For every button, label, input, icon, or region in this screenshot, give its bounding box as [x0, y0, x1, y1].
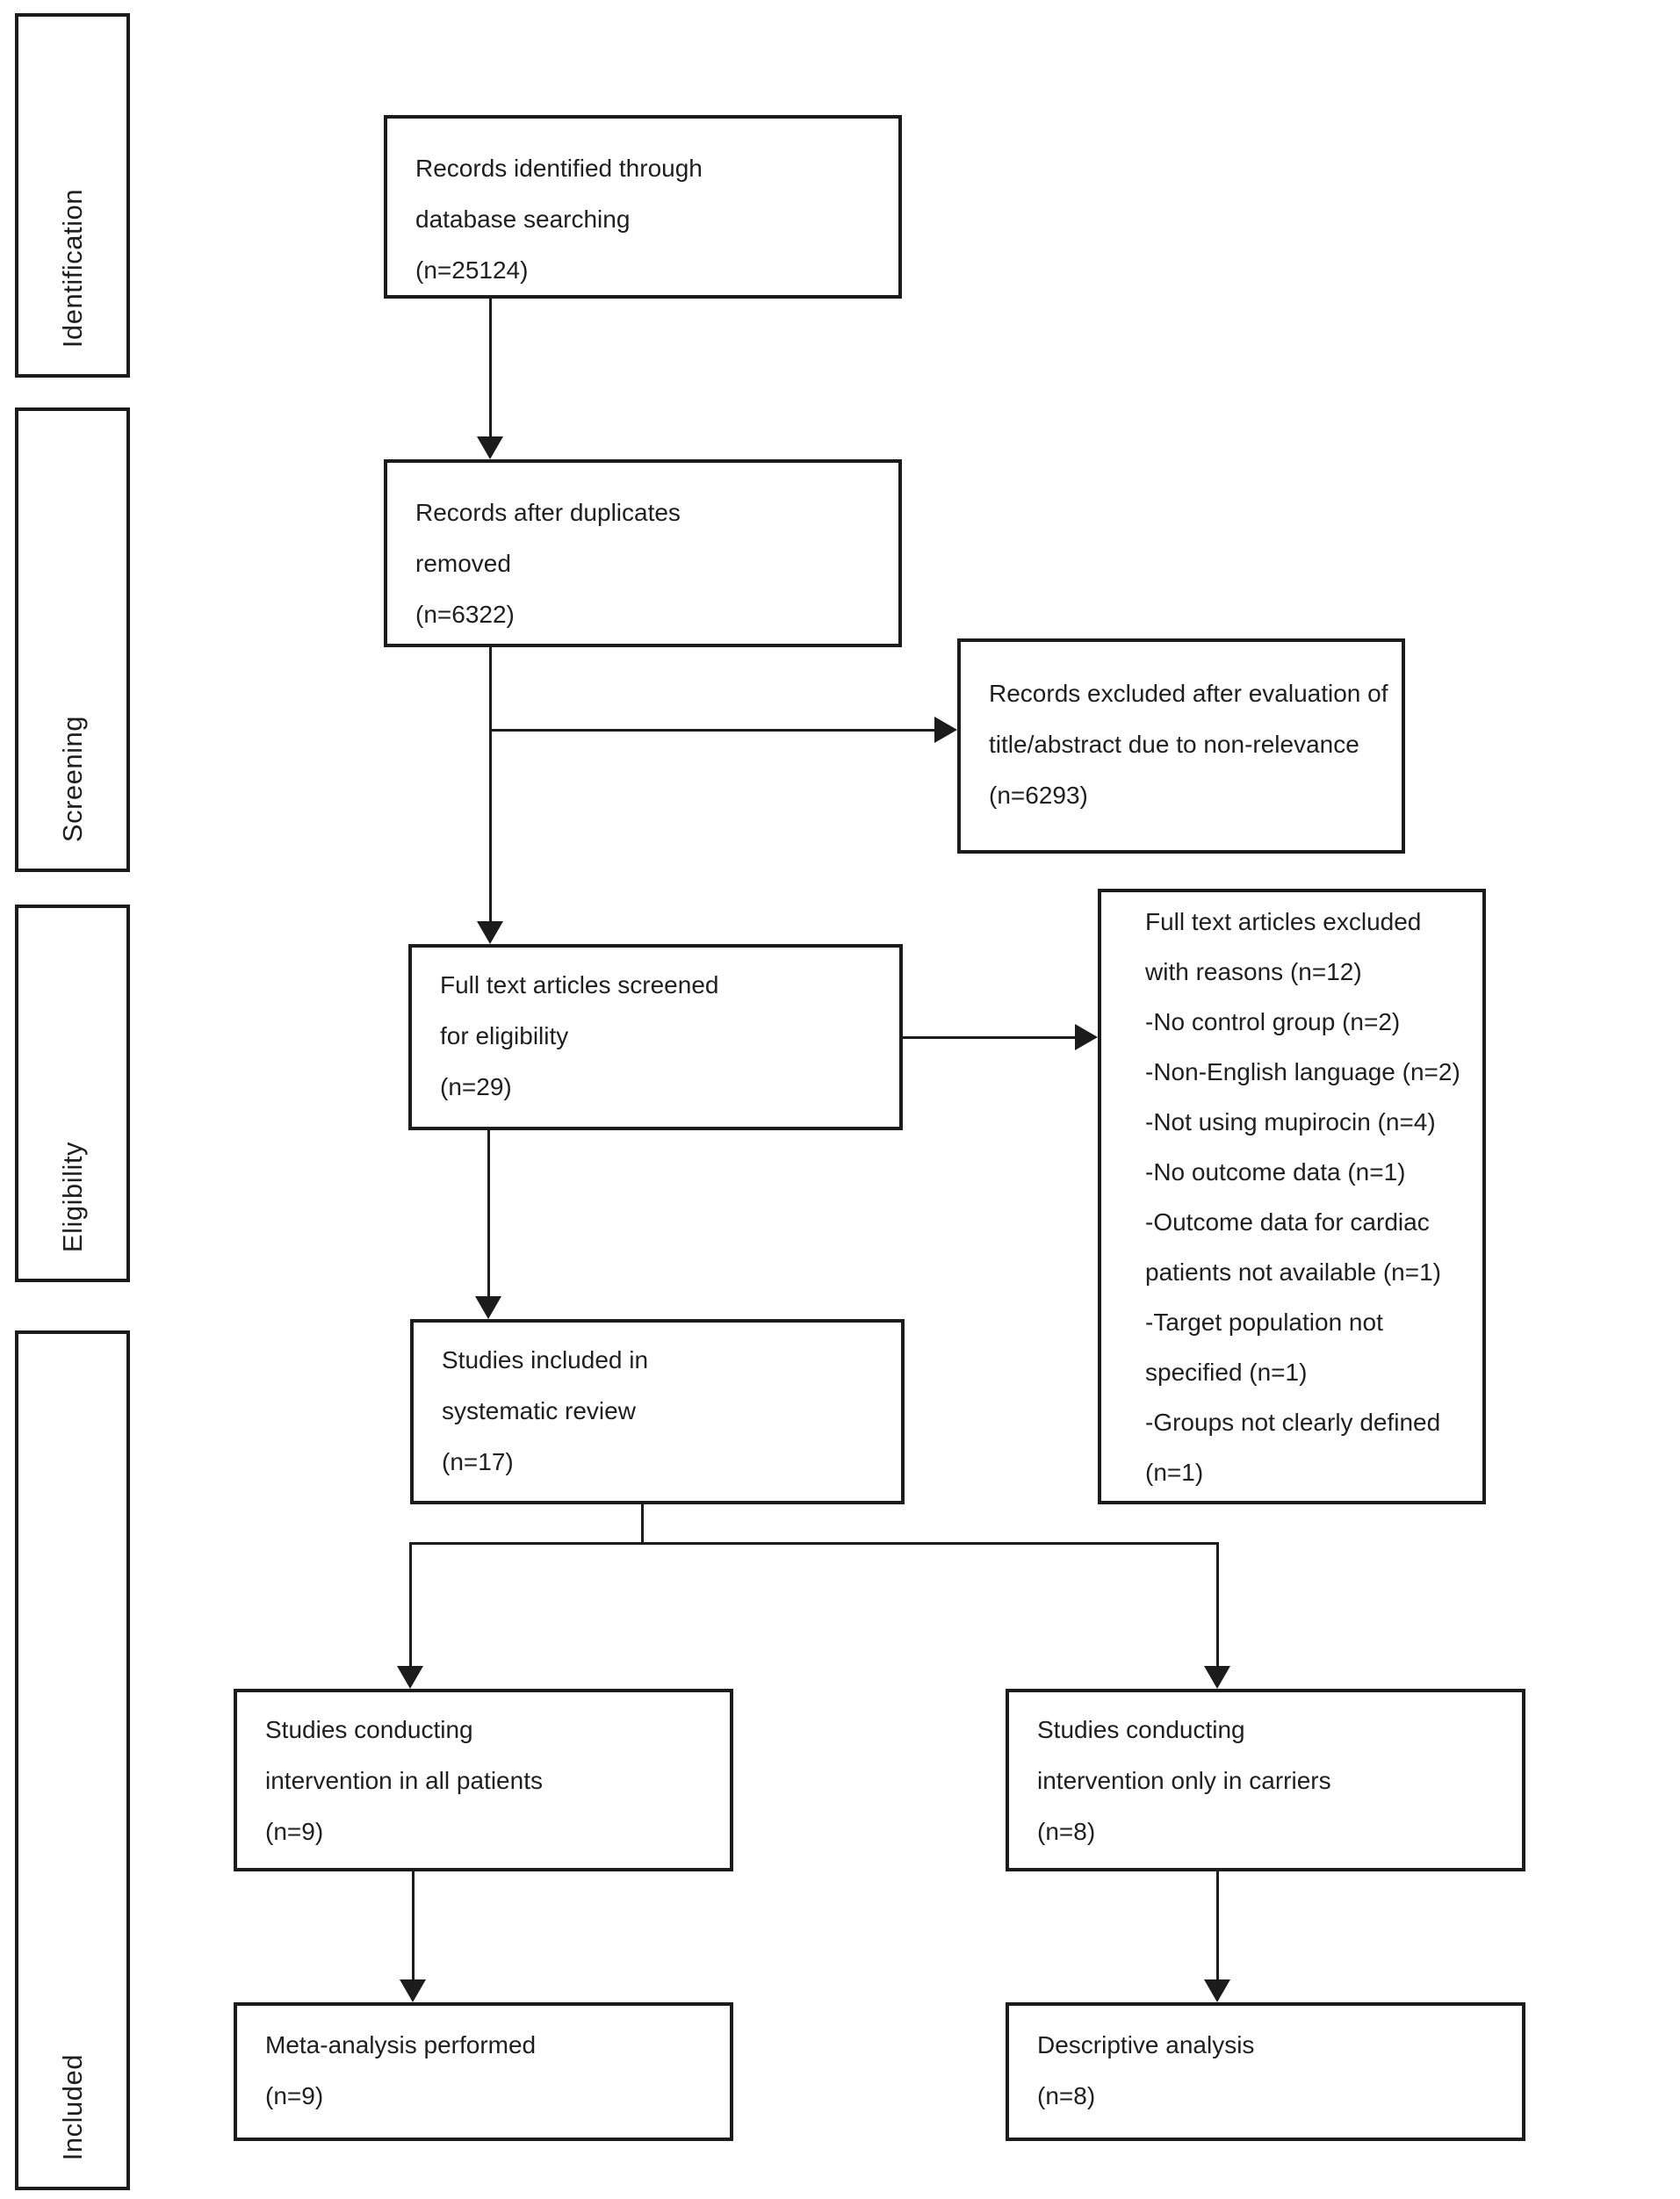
flow-box-included-review: Studies included in systematic review (n… [410, 1319, 905, 1504]
flow-box-all-patients: Studies conducting intervention in all p… [234, 1689, 733, 1871]
arrowhead-down [400, 1979, 426, 2002]
connector-branch-records-excluded [490, 729, 934, 732]
box-text-line: title/abstract due to non-relevance [989, 731, 1359, 758]
box-text-line: specified (n=1) [1145, 1359, 1308, 1386]
box-text-line: patients not available (n=1) [1145, 1258, 1441, 1286]
connector-split-horizontal [409, 1542, 1219, 1545]
stage-eligibility-label: Eligibility [56, 1141, 88, 1252]
flow-box-records-identified: Records identified through database sear… [384, 115, 902, 299]
flow-box-duplicates-removed: Records after duplicates removed (n=6322… [384, 459, 902, 647]
box-text-line: -Groups not clearly defined [1145, 1409, 1441, 1436]
connector-fulltext-to-included [487, 1130, 490, 1296]
flow-box-meta-analysis: Meta-analysis performed (n=9) [234, 2002, 733, 2141]
box-text-line: (n=1) [1145, 1459, 1204, 1486]
box-text-line: (n=29) [440, 1073, 512, 1100]
arrowhead-down [477, 921, 503, 944]
box-text-line: (n=9) [265, 2082, 324, 2109]
connector-split-to-all-patients [409, 1542, 412, 1666]
arrowhead-down [1204, 1666, 1230, 1689]
flow-box-fulltext-excluded: Full text articles excluded with reasons… [1098, 889, 1486, 1504]
box-text-line: Records after duplicates [415, 499, 681, 526]
box-text-line: -No outcome data (n=1) [1145, 1158, 1406, 1186]
box-text-line: systematic review [442, 1397, 636, 1424]
box-text-line: -Non-English language (n=2) [1145, 1058, 1460, 1085]
connector-split-to-carriers [1216, 1542, 1219, 1666]
stage-screening: Screening [15, 407, 130, 872]
connector-split-stem [641, 1504, 644, 1545]
box-text-line: intervention in all patients [265, 1767, 543, 1794]
box-text-line: Studies included in [442, 1346, 649, 1373]
box-text-line: (n=17) [442, 1448, 514, 1475]
box-text-line: -No control group (n=2) [1145, 1008, 1401, 1035]
stage-identification: Identification [15, 13, 130, 378]
arrowhead-down [397, 1666, 423, 1689]
arrowhead-down [477, 436, 503, 459]
box-text-line: (n=6322) [415, 601, 515, 628]
arrowhead-down [475, 1296, 501, 1319]
box-text-line: (n=25124) [415, 256, 529, 284]
arrowhead-right [934, 717, 957, 743]
box-text-line: removed [415, 550, 511, 577]
box-text-line: Studies conducting [265, 1716, 473, 1743]
box-text-line: database searching [415, 205, 631, 233]
box-text-line: intervention only in carriers [1037, 1767, 1331, 1794]
box-text-line: (n=6293) [989, 782, 1088, 809]
box-text-line: (n=8) [1037, 1818, 1096, 1845]
box-text-line: with reasons (n=12) [1145, 958, 1362, 985]
stage-eligibility: Eligibility [15, 905, 130, 1282]
box-text-line: for eligibility [440, 1022, 569, 1049]
box-text-line: Records excluded after evaluation of [989, 680, 1388, 707]
arrowhead-down [1204, 1979, 1230, 2002]
box-text-line: Full text articles excluded [1145, 908, 1422, 935]
flow-box-fulltext-screened: Full text articles screened for eligibil… [408, 944, 903, 1130]
flow-box-descriptive-analysis: Descriptive analysis (n=8) [1006, 2002, 1525, 2141]
stage-included-label: Included [56, 2053, 88, 2160]
stage-identification-label: Identification [56, 188, 88, 348]
box-text-line: (n=9) [265, 1818, 324, 1845]
connector-identified-to-duplicates [489, 299, 492, 436]
box-text-line: -Target population not [1145, 1309, 1383, 1336]
box-text-line: Full text articles screened [440, 971, 719, 999]
stage-screening-label: Screening [56, 715, 88, 842]
connector-fulltext-to-excluded [903, 1036, 1075, 1039]
box-text-line: Records identified through [415, 155, 703, 182]
connector-allpatients-to-meta [412, 1871, 415, 1979]
box-text-line: Meta-analysis performed [265, 2031, 537, 2058]
connector-duplicates-to-fulltext [489, 647, 492, 921]
box-text-line: Studies conducting [1037, 1716, 1245, 1743]
arrowhead-right [1075, 1024, 1098, 1050]
box-text-line: -Not using mupirocin (n=4) [1145, 1108, 1436, 1136]
flow-box-records-excluded: Records excluded after evaluation of tit… [957, 638, 1405, 854]
flow-box-carriers-only: Studies conducting intervention only in … [1006, 1689, 1525, 1871]
box-text-line: -Outcome data for cardiac [1145, 1208, 1430, 1236]
box-text-line: Descriptive analysis [1037, 2031, 1255, 2058]
connector-carriers-to-descriptive [1216, 1871, 1219, 1979]
stage-included: Included [15, 1330, 130, 2190]
box-text-line: (n=8) [1037, 2082, 1096, 2109]
